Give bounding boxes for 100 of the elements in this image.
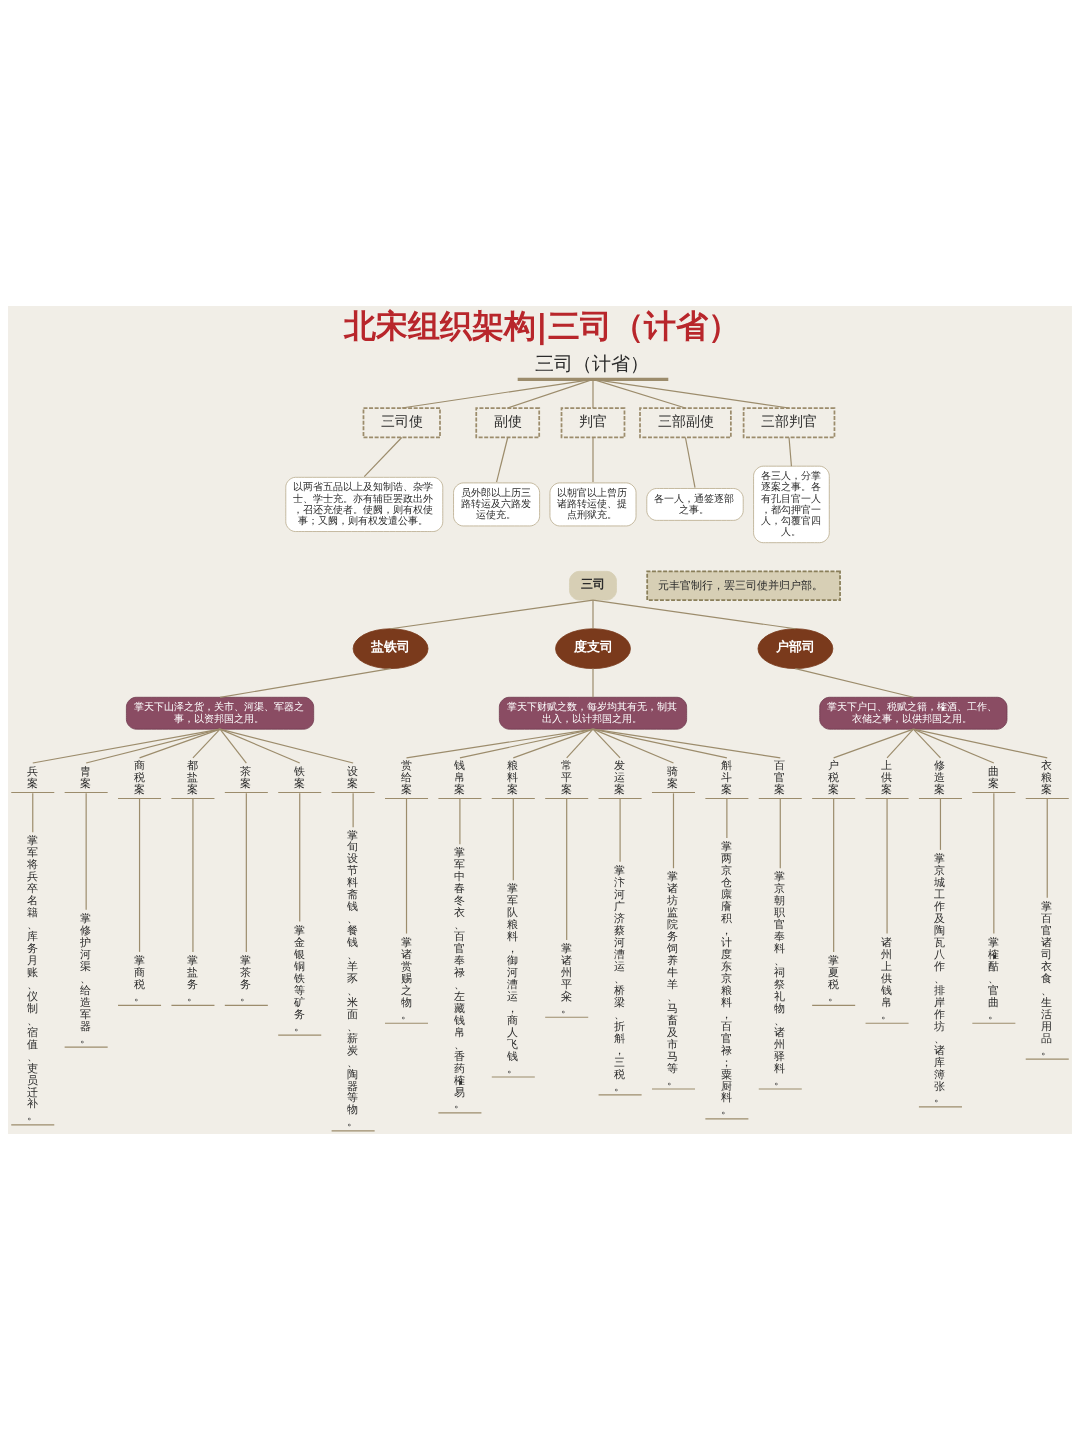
node-box: 三部判官 — [742, 407, 836, 439]
node-text: 掌旬设节料斋钱、餐钱、羊豕、米面、薪炭、陶器等物。 — [347, 828, 359, 1129]
connector — [507, 378, 594, 409]
connector — [592, 599, 594, 630]
connector — [993, 792, 995, 935]
node-box: 元丰官制行，罢三司使并归户部。 — [646, 570, 841, 601]
node-text: 胄案 — [80, 765, 92, 791]
node-box: 三司使 — [362, 407, 441, 439]
connector — [138, 797, 141, 953]
connector — [886, 728, 914, 759]
node-box: 掌天下财赋之数，每岁均其有无，制其出入，以计邦国之用。 — [498, 696, 688, 730]
node-text: 商税案 — [133, 759, 145, 797]
node-text: 常平案 — [560, 759, 572, 797]
connector — [939, 797, 942, 851]
node-text: 掌盐务。 — [186, 954, 198, 1003]
connector — [352, 792, 354, 828]
connector — [1046, 797, 1048, 899]
node-text: 掌诸赏赐之物。 — [400, 936, 412, 1021]
node-text: 都盐案 — [186, 759, 198, 797]
node-text: 赏给案 — [400, 759, 412, 797]
node-text: 户税案 — [827, 759, 839, 797]
node-box: 掌天下户口、税赋之籍，榷酒、工作、衣储之事，以供邦国之用。 — [819, 696, 1008, 730]
diagram-title: 北宋组织架构|三司（计省） — [343, 307, 740, 346]
node-box: 三部副使 — [639, 407, 732, 439]
node-box: 掌天下山泽之货，关市、河渠、军器之事，以资邦国之用。 — [126, 696, 315, 730]
connector — [219, 728, 301, 764]
node-text: 掌商税。 — [133, 954, 145, 1003]
connector — [672, 792, 675, 869]
connector — [363, 436, 403, 478]
connector — [566, 797, 568, 941]
connector — [912, 728, 995, 764]
node-text: 掌夏税。 — [827, 954, 839, 1003]
node-ellipse: 盐铁司 — [352, 628, 429, 669]
node-text: 掌京城工作及陶瓦八作、排岸作坊、诸库簿张。 — [934, 852, 946, 1105]
node-text: 掌榷酤、官曲。 — [987, 936, 999, 1021]
connector — [389, 599, 594, 630]
connector — [788, 436, 793, 467]
node-text: 百官案 — [774, 759, 786, 797]
node-text: 掌军中春冬衣、百官奉禄、左藏钱帛、香药榷易。 — [453, 846, 465, 1111]
node-text: 掌汴河广济蔡河漕运、桥梁、折斛，三税。 — [614, 864, 626, 1093]
connector — [592, 728, 728, 759]
node-text: 修造案 — [934, 759, 946, 797]
node-text: 掌诸坊监院务饲养牛羊、马畜及市马等。 — [667, 870, 679, 1087]
connector — [684, 436, 696, 489]
node-box: 以朝官以上曾历诸路转运使、提点刑狱充。 — [549, 482, 637, 527]
node-text: 斛斗案 — [720, 759, 732, 797]
connector — [405, 728, 594, 759]
node-text: 掌京朝职官奉料、祠祭礼物、诸州驿料。 — [774, 870, 786, 1087]
connector — [85, 792, 87, 911]
node-box: 各三人，分掌逐案之事。各有孔目官一人，都勾押官一人，勾覆官四人。 — [753, 465, 830, 544]
node-text: 掌修护河渠、给造军器。 — [80, 912, 92, 1045]
node-text: 掌军将兵卒名籍、库务月账、仪制、宿值、吏员迁补。 — [26, 834, 38, 1123]
connector — [192, 797, 194, 953]
connector — [592, 378, 790, 409]
node-text: 铁案 — [293, 765, 305, 791]
node-text: 骑案 — [667, 765, 679, 791]
connector — [405, 797, 408, 935]
node-text: 掌金银铜铁等矿务。 — [293, 924, 305, 1033]
connector — [833, 728, 914, 759]
node-text: 掌军队粮料，御河漕运，商人飞钱。 — [507, 882, 519, 1075]
connector — [619, 797, 621, 863]
node-text: 上供案 — [881, 759, 893, 797]
node-box: 副使 — [475, 407, 541, 439]
connector — [512, 728, 594, 759]
connector — [138, 728, 221, 759]
node-text: 茶案 — [240, 765, 252, 791]
node-text: 掌两京仓廪廥积，计度东京粮料，百官禄；粟厨料。 — [720, 840, 732, 1117]
node-text: 衣粮案 — [1041, 759, 1053, 797]
node-text: 钱帛案 — [453, 759, 465, 797]
node-box: 以两省五品以上及知制诰、杂学士、学士充。亦有辅臣罢政出外，召还充使者。使阙，则有权使事；又阙，则有权发遣公事。 — [285, 476, 444, 532]
connector — [245, 792, 247, 953]
connector — [592, 728, 675, 764]
node-box: 判官 — [560, 407, 626, 439]
node-text: 掌诸州平籴。 — [560, 942, 572, 1015]
node-ellipse: 户部司 — [757, 628, 834, 669]
node-text: 掌百官诸司衣食、生活用品。 — [1041, 900, 1053, 1057]
node-text: 粮料案 — [507, 759, 519, 797]
connector — [592, 436, 594, 483]
connector — [32, 792, 34, 833]
connector — [192, 728, 221, 759]
connector — [219, 668, 392, 698]
connector — [833, 797, 835, 953]
node-text: 设案 — [347, 765, 359, 791]
connector — [401, 378, 594, 409]
node-text: 掌茶务。 — [240, 954, 252, 1003]
connector — [779, 797, 781, 869]
connector — [886, 797, 888, 935]
connector — [566, 728, 594, 759]
connector — [32, 728, 221, 764]
connector — [459, 797, 461, 845]
connector — [592, 728, 621, 759]
connector — [459, 728, 594, 759]
connector — [726, 797, 728, 839]
node-box: 各一人，通签逐部之事。 — [646, 488, 744, 521]
node-text: 兵案 — [26, 765, 38, 791]
node-text: 曲案 — [987, 765, 999, 791]
connector — [495, 436, 509, 483]
connector — [219, 728, 354, 764]
connector — [592, 378, 687, 409]
connector — [592, 378, 594, 409]
